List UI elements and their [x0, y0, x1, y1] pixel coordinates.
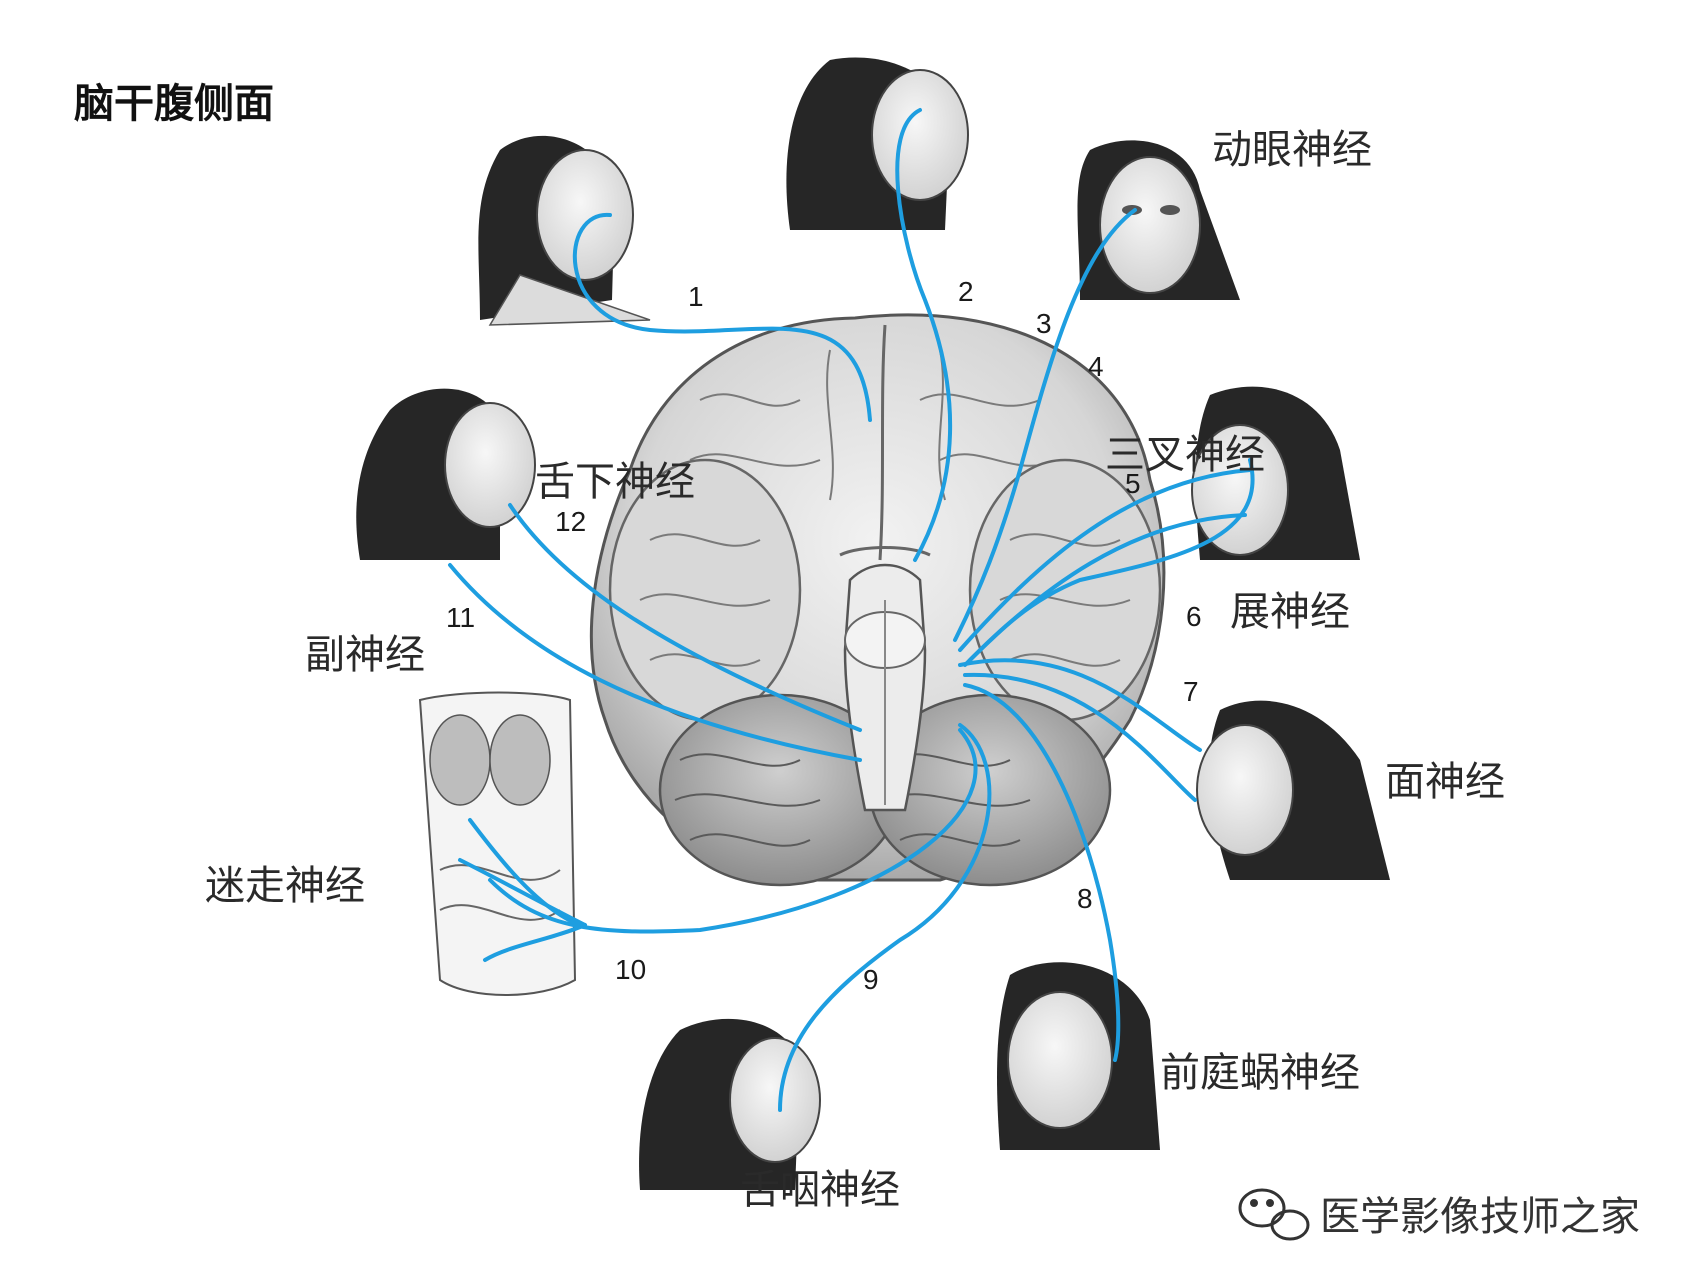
label-facial-nerve: 面神经 — [1385, 759, 1505, 805]
body-figure-vagus — [418, 691, 577, 996]
face-figure-hypoglossal — [356, 388, 536, 560]
number-1: 1 — [688, 281, 704, 312]
label-abducens-nerve: 展神经 — [1230, 589, 1350, 635]
page-title: 脑干腹侧面 — [74, 81, 274, 127]
number-8: 8 — [1077, 883, 1093, 914]
brain-illustration — [589, 313, 1166, 887]
label-accessory-nerve: 副神经 — [305, 632, 425, 678]
label-vestibulocochlear-nerve: 前庭蜗神经 — [1160, 1050, 1360, 1096]
watermark-text: 医学影像技师之家 — [1320, 1194, 1640, 1240]
wechat-icon — [1238, 1188, 1310, 1241]
nerve-lines — [448, 108, 1255, 1112]
number-4: 4 — [1088, 351, 1104, 382]
nerve-6-line — [963, 458, 1255, 667]
nerve-10d-line — [458, 858, 587, 927]
number-3: 3 — [1036, 308, 1052, 339]
label-trigeminal-nerve: 三叉神经 — [1105, 432, 1265, 478]
nerve-7b-line — [963, 672, 1197, 802]
label-oculomotor-nerve: 动眼神经 — [1212, 127, 1372, 173]
number-6: 6 — [1186, 601, 1202, 632]
nerve-10b-line — [468, 818, 582, 927]
face-figure-vestibulocochlear — [997, 962, 1160, 1150]
label-hypoglossal-nerve: 舌下神经 — [535, 459, 695, 505]
nerve-10c-line — [483, 923, 587, 962]
nerve-3-line — [953, 208, 1137, 642]
nerve-8-line — [963, 683, 1121, 1062]
nerve-10-line — [488, 728, 978, 934]
face-figure-glossopharyngeal — [639, 1018, 821, 1190]
nerve-9-line — [778, 723, 992, 1112]
nerve-2-line — [895, 108, 953, 562]
number-12: 12 — [555, 506, 587, 537]
number-9: 9 — [863, 964, 879, 995]
face-figure-facial — [1196, 700, 1390, 880]
nerve-7-line — [958, 658, 1202, 752]
label-vagus-nerve: 迷走神经 — [205, 863, 365, 909]
number-7: 7 — [1183, 676, 1199, 707]
label-glossopharyngeal-nerve: 舌咽神经 — [740, 1167, 900, 1213]
number-11: 11 — [446, 602, 476, 633]
nerve-1-line — [572, 212, 872, 422]
number-2: 2 — [958, 276, 974, 307]
nerve-11-line — [448, 563, 862, 762]
number-10: 10 — [615, 954, 647, 985]
face-figure-olfactory — [478, 135, 651, 326]
nerve-12-line — [508, 503, 862, 732]
face-figure-oculomotor — [1077, 140, 1240, 300]
number-5: 5 — [1125, 468, 1141, 499]
nerve-5-line — [958, 468, 1252, 652]
face-figure-optic — [786, 57, 969, 230]
